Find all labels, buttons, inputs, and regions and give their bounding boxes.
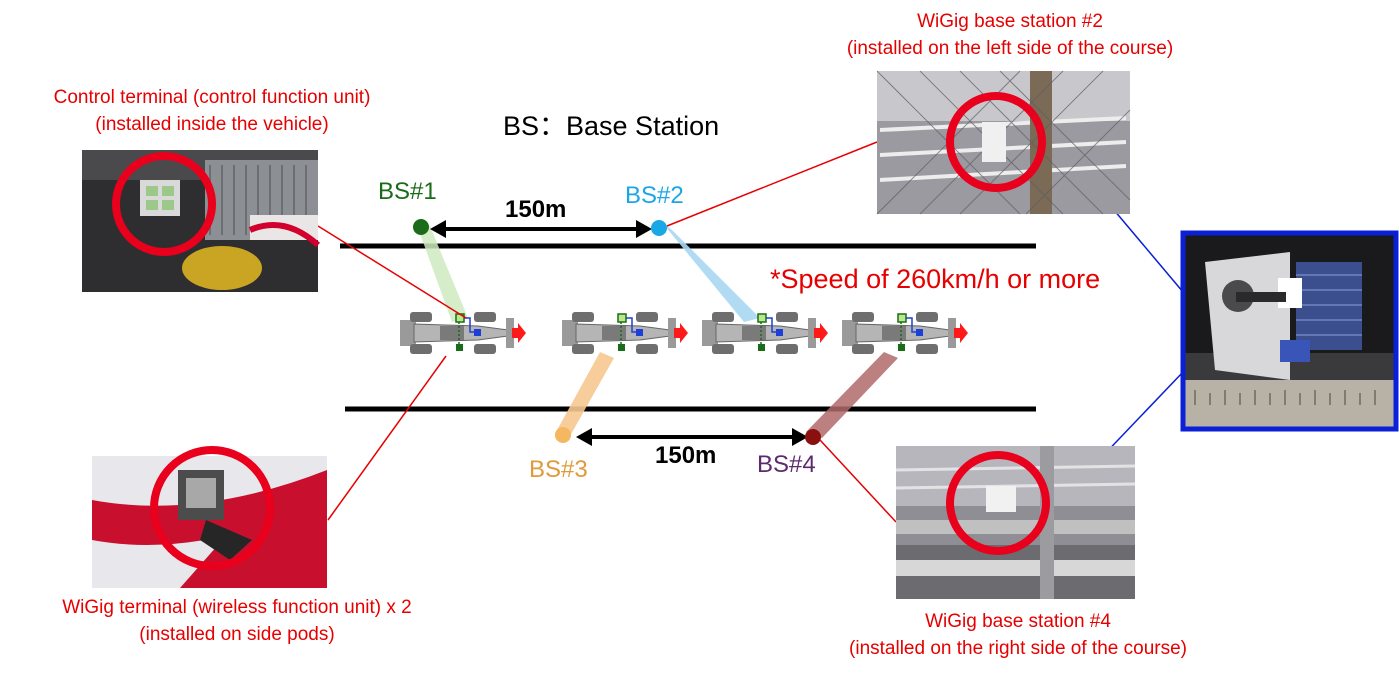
photo-bs2 — [876, 70, 1131, 215]
photo-wigig-closeup — [1180, 230, 1399, 432]
callout-wigig-terminal-line2: (installed on side pods) — [139, 624, 335, 645]
callout-bs2-line2: (installed on the left side of the cours… — [846, 38, 1174, 59]
bs3-label: BS#3 — [529, 456, 588, 483]
car-4 — [841, 311, 969, 355]
callout-bs4-line2: (installed on the right side of the cour… — [849, 638, 1187, 659]
highlight-ring-bs4 — [946, 451, 1050, 555]
callout-line-control — [317, 225, 467, 319]
callout-line-bs2 — [666, 141, 878, 227]
highlight-ring-terminal — [150, 446, 274, 570]
callout-bs2: WiGig base station #2 (installed on the … — [808, 8, 1212, 62]
callout-bs4: WiGig base station #4 (installed on the … — [808, 608, 1228, 662]
callout-line-bs4 — [819, 439, 897, 523]
bs4-dot — [805, 429, 821, 445]
bs1-label: BS#1 — [378, 178, 437, 205]
photo-bs4 — [895, 446, 1136, 599]
bs2-label: BS#2 — [625, 182, 684, 209]
legend-base-station: BS：Base Station — [503, 111, 720, 141]
callout-control-terminal-line2: (installed inside the vehicle) — [95, 114, 329, 135]
callout-wigig-terminal: WiGig terminal (wireless function unit) … — [22, 594, 452, 648]
beam-bs1 — [418, 226, 468, 322]
distance-arrow-bottom — [576, 428, 808, 446]
distance-arrow-top — [430, 220, 652, 238]
car-1 — [399, 311, 527, 355]
highlight-ring-bs2 — [946, 92, 1046, 192]
car-3 — [701, 311, 829, 355]
bs1-dot — [413, 219, 429, 235]
callout-control-terminal: Control terminal (control function unit)… — [14, 84, 410, 138]
beam-bs4 — [806, 352, 898, 438]
highlight-ring-control — [112, 152, 216, 256]
callout-line-terminal — [327, 355, 447, 521]
callout-wigig-terminal-line1: WiGig terminal (wireless function unit) … — [62, 597, 412, 618]
callout-bs4-line1: WiGig base station #4 — [925, 611, 1111, 632]
bs4-label: BS#4 — [757, 451, 816, 478]
distance-label-bottom: 150m — [655, 442, 717, 469]
bs2-dot — [651, 220, 667, 236]
callout-control-terminal-line1: Control terminal (control function unit) — [53, 87, 371, 108]
photo-wigig-terminal — [92, 446, 327, 588]
beam-bs2 — [660, 220, 760, 322]
beam-bs3 — [556, 352, 614, 436]
car-2 — [561, 311, 689, 355]
distance-label-top: 150m — [505, 196, 567, 223]
closeup-frame — [1180, 230, 1399, 432]
bs3-dot — [555, 427, 571, 443]
speed-note: *Speed of 260km/h or more — [770, 264, 1101, 294]
photo-control-terminal — [82, 150, 321, 292]
callout-bs2-line1: WiGig base station #2 — [917, 11, 1103, 32]
